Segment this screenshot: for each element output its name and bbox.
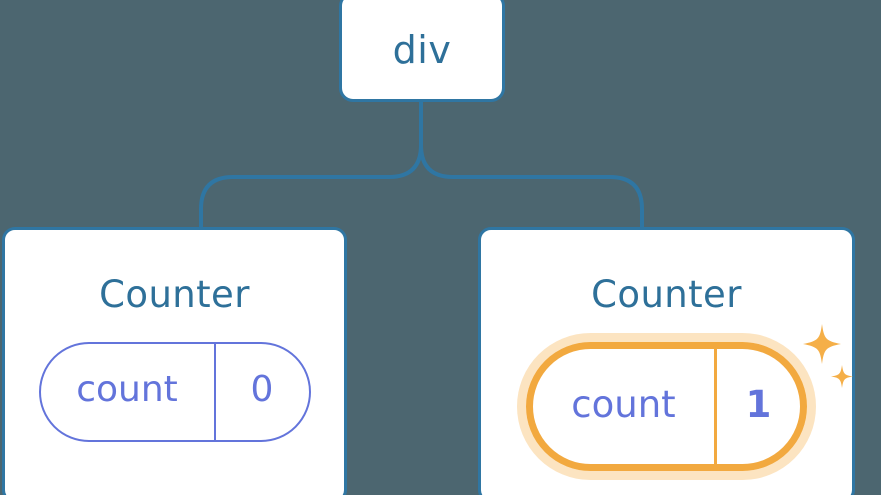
- node-counter-left-label: Counter: [99, 273, 250, 316]
- node-counter-right-label: Counter: [591, 273, 742, 316]
- node-counter-right[interactable]: Counter count 1: [478, 227, 855, 495]
- node-root-label: div: [392, 28, 452, 72]
- node-root-div[interactable]: div: [339, 0, 505, 102]
- state-key-left: count: [76, 369, 178, 410]
- state-value-right: 1: [714, 349, 800, 464]
- state-key-right: count: [571, 383, 676, 426]
- state-pill-left[interactable]: count 0: [38, 342, 311, 442]
- state-pill-wrap-left: count 0: [5, 342, 344, 442]
- state-pill-right[interactable]: count 1: [526, 342, 807, 471]
- state-pill-wrap-right: count 1: [481, 342, 852, 471]
- state-value-left: 0: [213, 344, 309, 440]
- node-counter-left[interactable]: Counter count 0: [2, 227, 347, 495]
